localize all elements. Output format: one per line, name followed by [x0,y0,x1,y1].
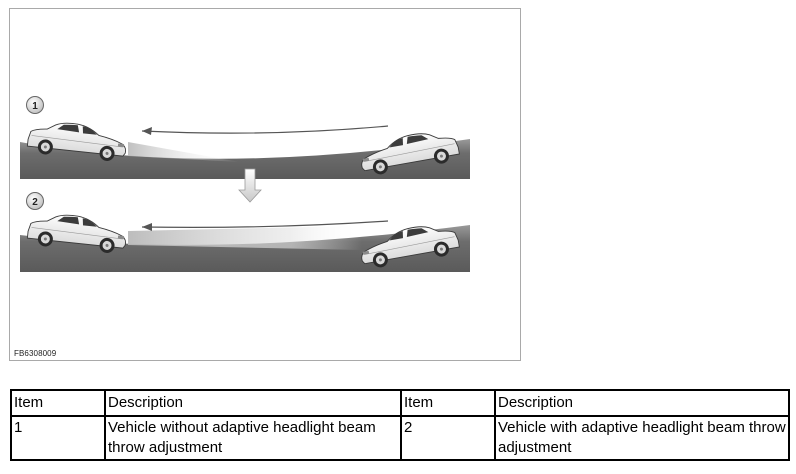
illustration-frame: 1 2 FB6308009 [9,8,521,361]
header-item-1: Item [10,389,106,417]
figure-code: FB6308009 [14,349,57,358]
item-number-1: 1 [10,415,106,461]
svg-text:2: 2 [32,197,38,208]
panel-2: 2 [20,192,470,272]
table-row: 1 Vehicle without adaptive headlight bea… [10,415,790,461]
legend-table: Item Description Item Description 1 Vehi… [10,389,790,461]
headlight-beam-2 [128,226,362,250]
headlight-beam-1 [128,142,240,162]
panel-1: 1 [20,96,470,179]
panel-badge-2 [26,192,44,210]
down-arrow-icon [238,168,262,203]
header-description-2: Description [494,389,790,417]
table-header-row: Item Description Item Description [10,389,790,417]
road-panel-2 [20,225,470,272]
header-description-1: Description [104,389,402,417]
svg-text:1: 1 [32,101,38,112]
header-item-2: Item [400,389,496,417]
item-description-1: Vehicle without adaptive headlight beam … [104,415,402,461]
item-number-2: 2 [400,415,496,461]
approach-arrow-2 [141,220,389,228]
road-panel-1 [20,139,470,179]
approach-arrow-1 [141,125,389,134]
headlight-illustration: 1 2 [20,96,470,272]
item-description-2: Vehicle with adaptive headlight beam thr… [494,415,790,461]
panel-badge-1 [26,96,44,114]
